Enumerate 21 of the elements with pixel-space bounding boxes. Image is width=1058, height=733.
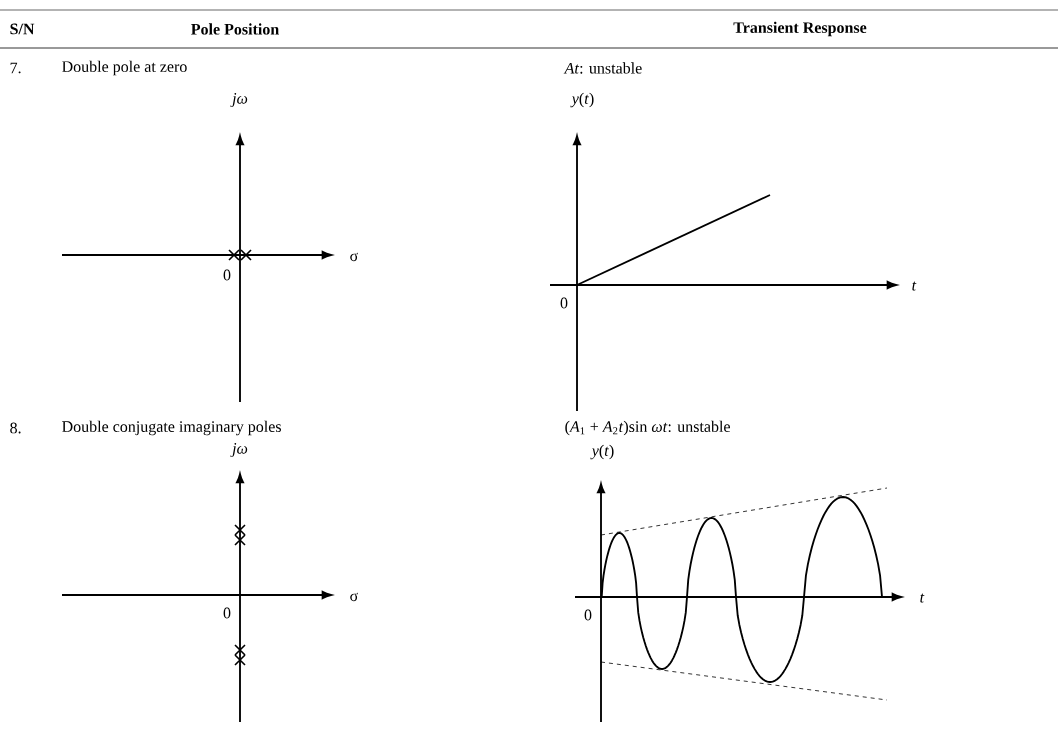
origin-label: 0 xyxy=(223,269,231,281)
axis-label: y(t) xyxy=(590,444,614,460)
axis-label: t xyxy=(920,593,925,603)
axis-label: σ xyxy=(350,252,358,262)
axis-label: jω xyxy=(230,93,248,107)
response-formula: At: unstable xyxy=(563,62,642,74)
axis-label: jω xyxy=(230,443,248,457)
origin-label: 0 xyxy=(584,609,592,621)
row-title: Double pole at zero xyxy=(62,60,187,76)
axis-label: σ xyxy=(350,592,358,602)
row-title: Double conjugate imaginary poles xyxy=(62,420,281,436)
column-header: Pole Position xyxy=(191,23,279,35)
origin-label: 0 xyxy=(560,297,568,309)
column-header: Transient Response xyxy=(733,21,867,37)
origin-label: 0 xyxy=(223,607,231,619)
axis-label: t xyxy=(912,281,917,291)
response-formula: (A$_{1}$ + A$_{2}$t)sin ωt: unstable xyxy=(565,420,730,436)
axis-label: y(t) xyxy=(570,92,594,108)
column-header: S/N xyxy=(10,23,35,35)
row-number: 7. xyxy=(10,62,21,74)
row-number: 8. xyxy=(10,422,21,434)
